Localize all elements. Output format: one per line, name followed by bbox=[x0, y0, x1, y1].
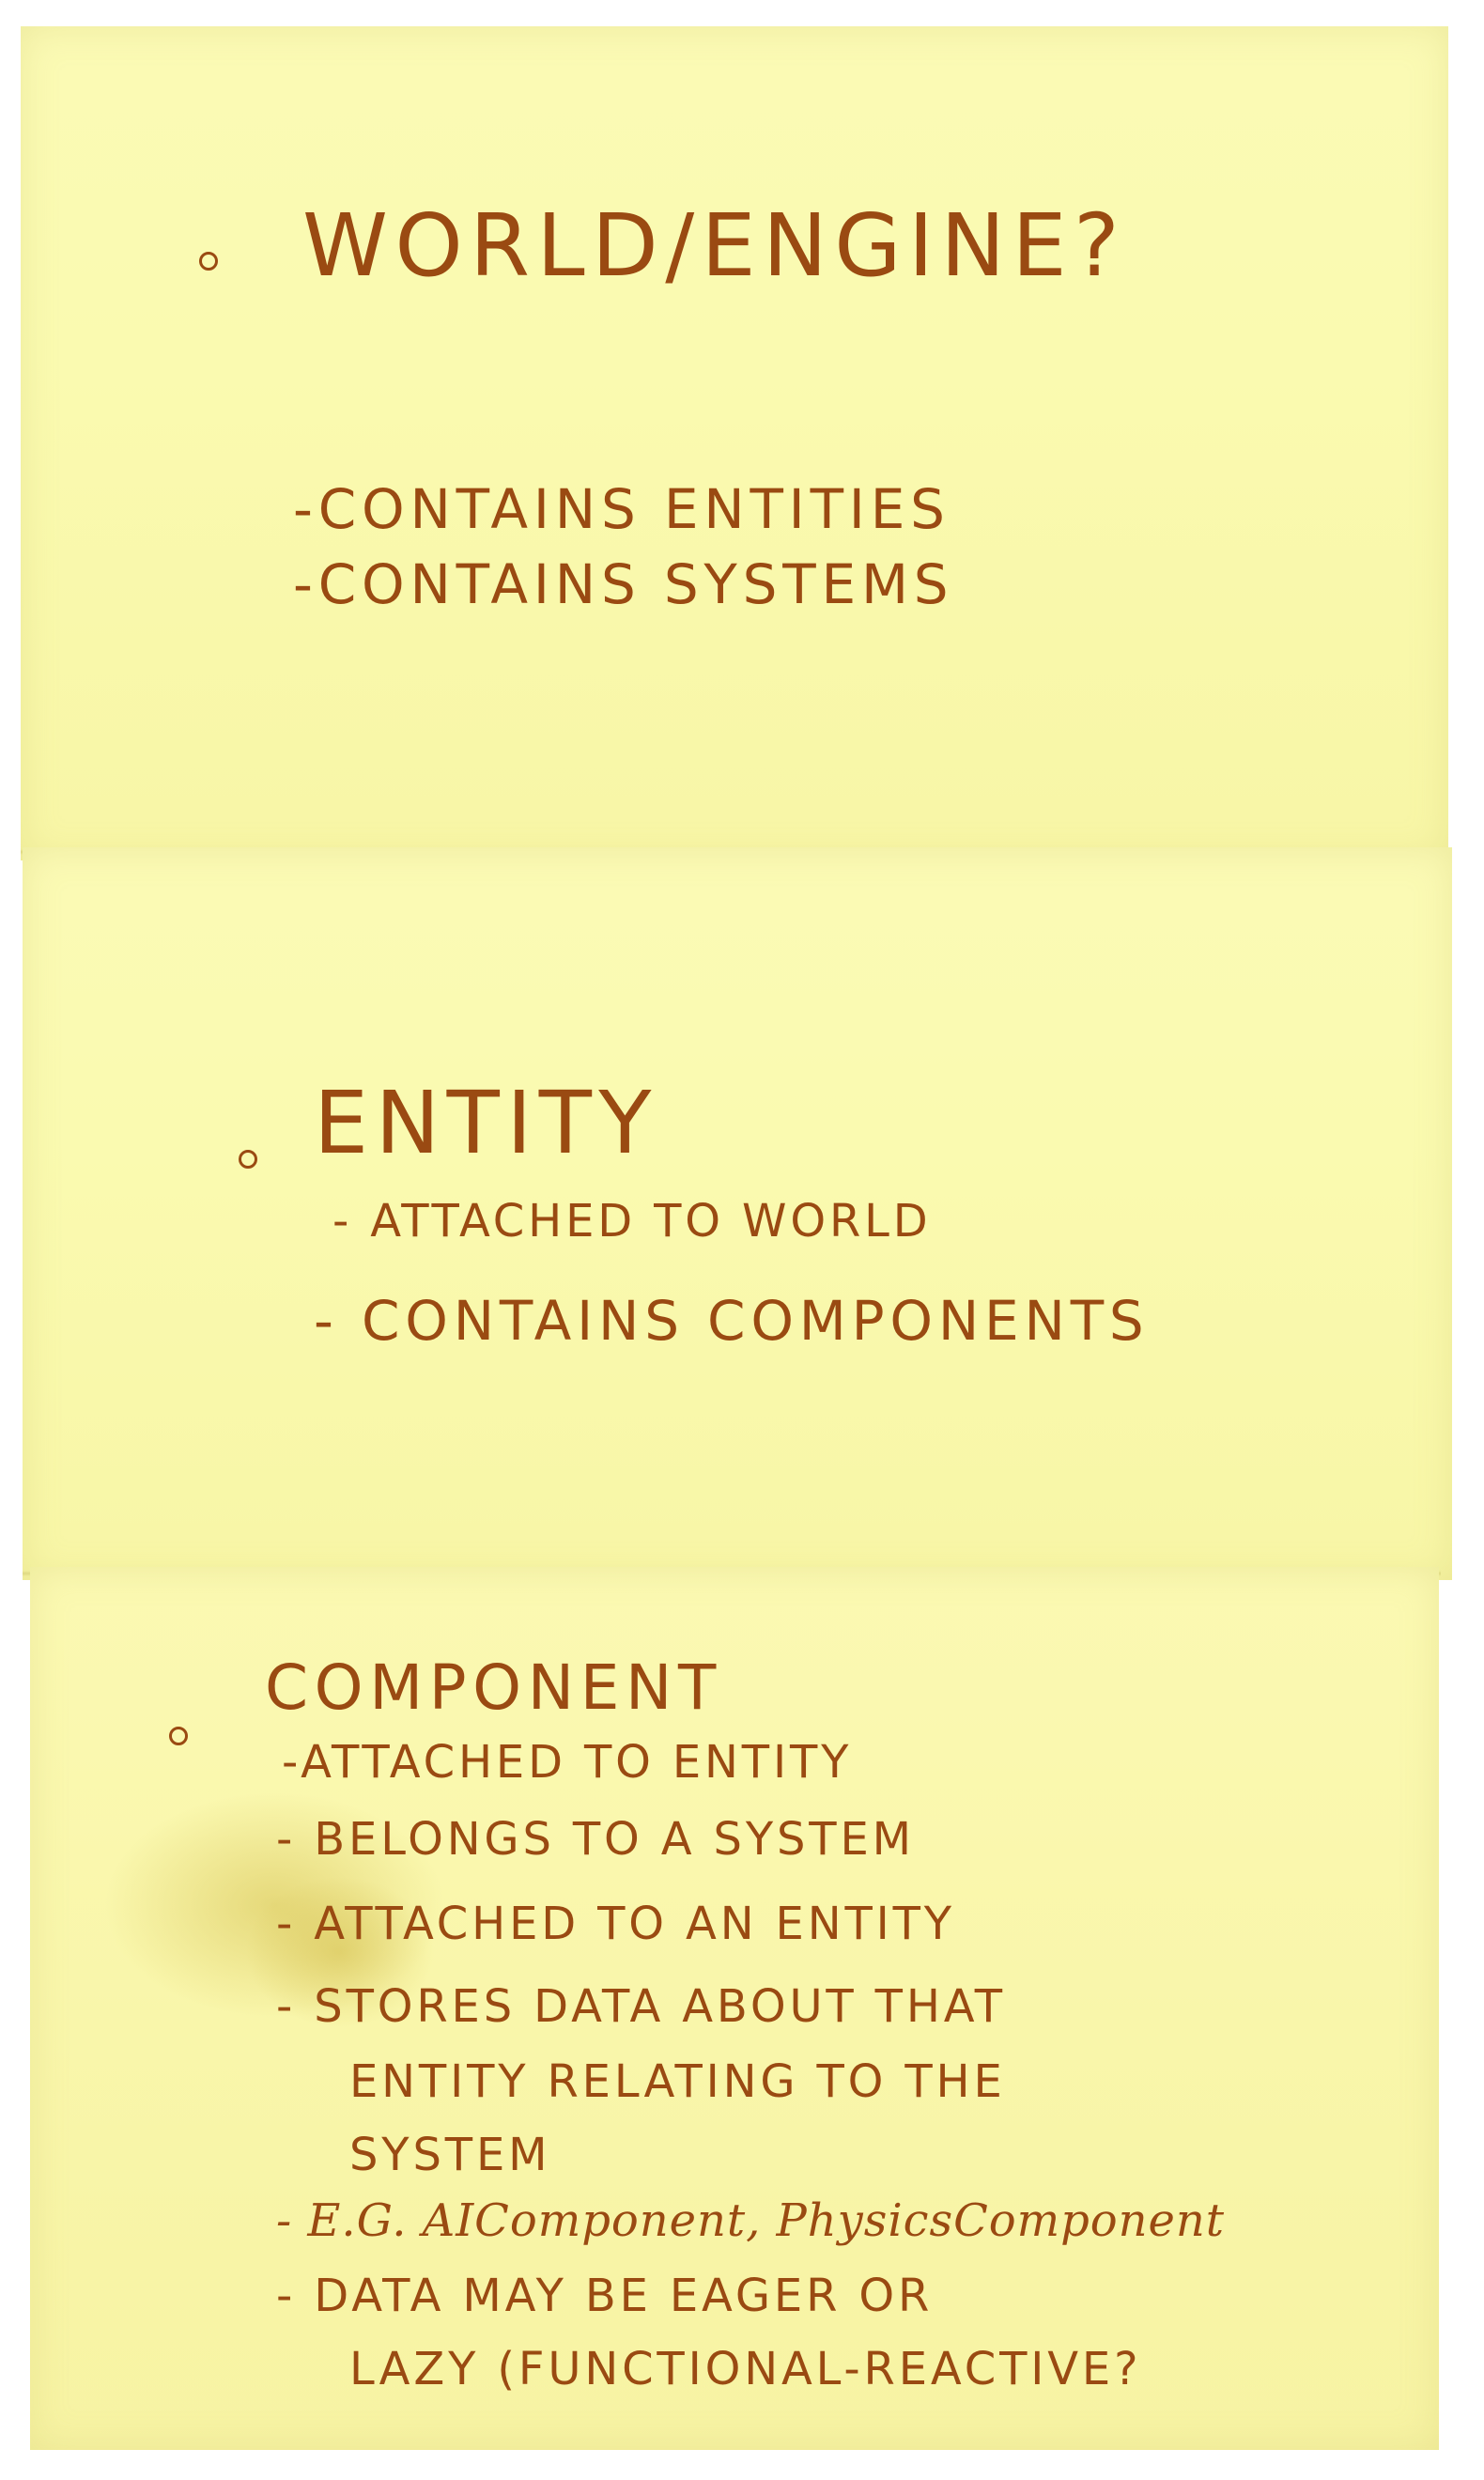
entity-item-1: - ATTACHED TO WORLD bbox=[332, 1195, 932, 1248]
world-item-2: -CONTAINS SYSTEMS bbox=[293, 552, 954, 616]
bullet-icon bbox=[199, 252, 218, 271]
component-line-6: SYSTEM bbox=[349, 2129, 551, 2181]
entity-item-2: - CONTAINS COMPONENTS bbox=[314, 1289, 1150, 1353]
sticky-note-component: COMPONENT -ATTACHED TO ENTITY - BELONGS … bbox=[30, 1567, 1439, 2450]
component-line-3: - ATTACHED TO AN ENTITY bbox=[276, 1898, 955, 1950]
ink-stain bbox=[105, 1792, 443, 2018]
bullet-icon bbox=[239, 1150, 257, 1169]
component-line-4: - STORES DATA ABOUT THAT bbox=[276, 1980, 1006, 2033]
component-line-8: - DATA MAY BE EAGER OR bbox=[276, 2270, 934, 2322]
bullet-icon bbox=[169, 1727, 188, 1745]
sticky-note-entity: ENTITY - ATTACHED TO WORLD - CONTAINS CO… bbox=[23, 847, 1452, 1580]
section-heading-component: COMPONENT bbox=[265, 1651, 722, 1724]
ink-stain bbox=[246, 1877, 434, 2027]
component-line-9: LAZY (FUNCTIONAL-REACTIVE? bbox=[349, 2343, 1142, 2395]
component-line-1: -ATTACHED TO ENTITY bbox=[282, 1736, 853, 1789]
component-line-5: ENTITY RELATING TO THE bbox=[349, 2055, 1006, 2108]
component-line-7: - E.G. AIComponent, PhysicsComponent bbox=[276, 2194, 1226, 2247]
world-item-1: -CONTAINS ENTITIES bbox=[293, 477, 951, 541]
section-heading-entity: ENTITY bbox=[314, 1073, 658, 1173]
section-heading-world: WORLD/ENGINE? bbox=[302, 195, 1127, 296]
component-line-2: - BELONGS TO A SYSTEM bbox=[276, 1813, 915, 1866]
sticky-note-world: WORLD/ENGINE? -CONTAINS ENTITIES -CONTAI… bbox=[21, 26, 1448, 860]
